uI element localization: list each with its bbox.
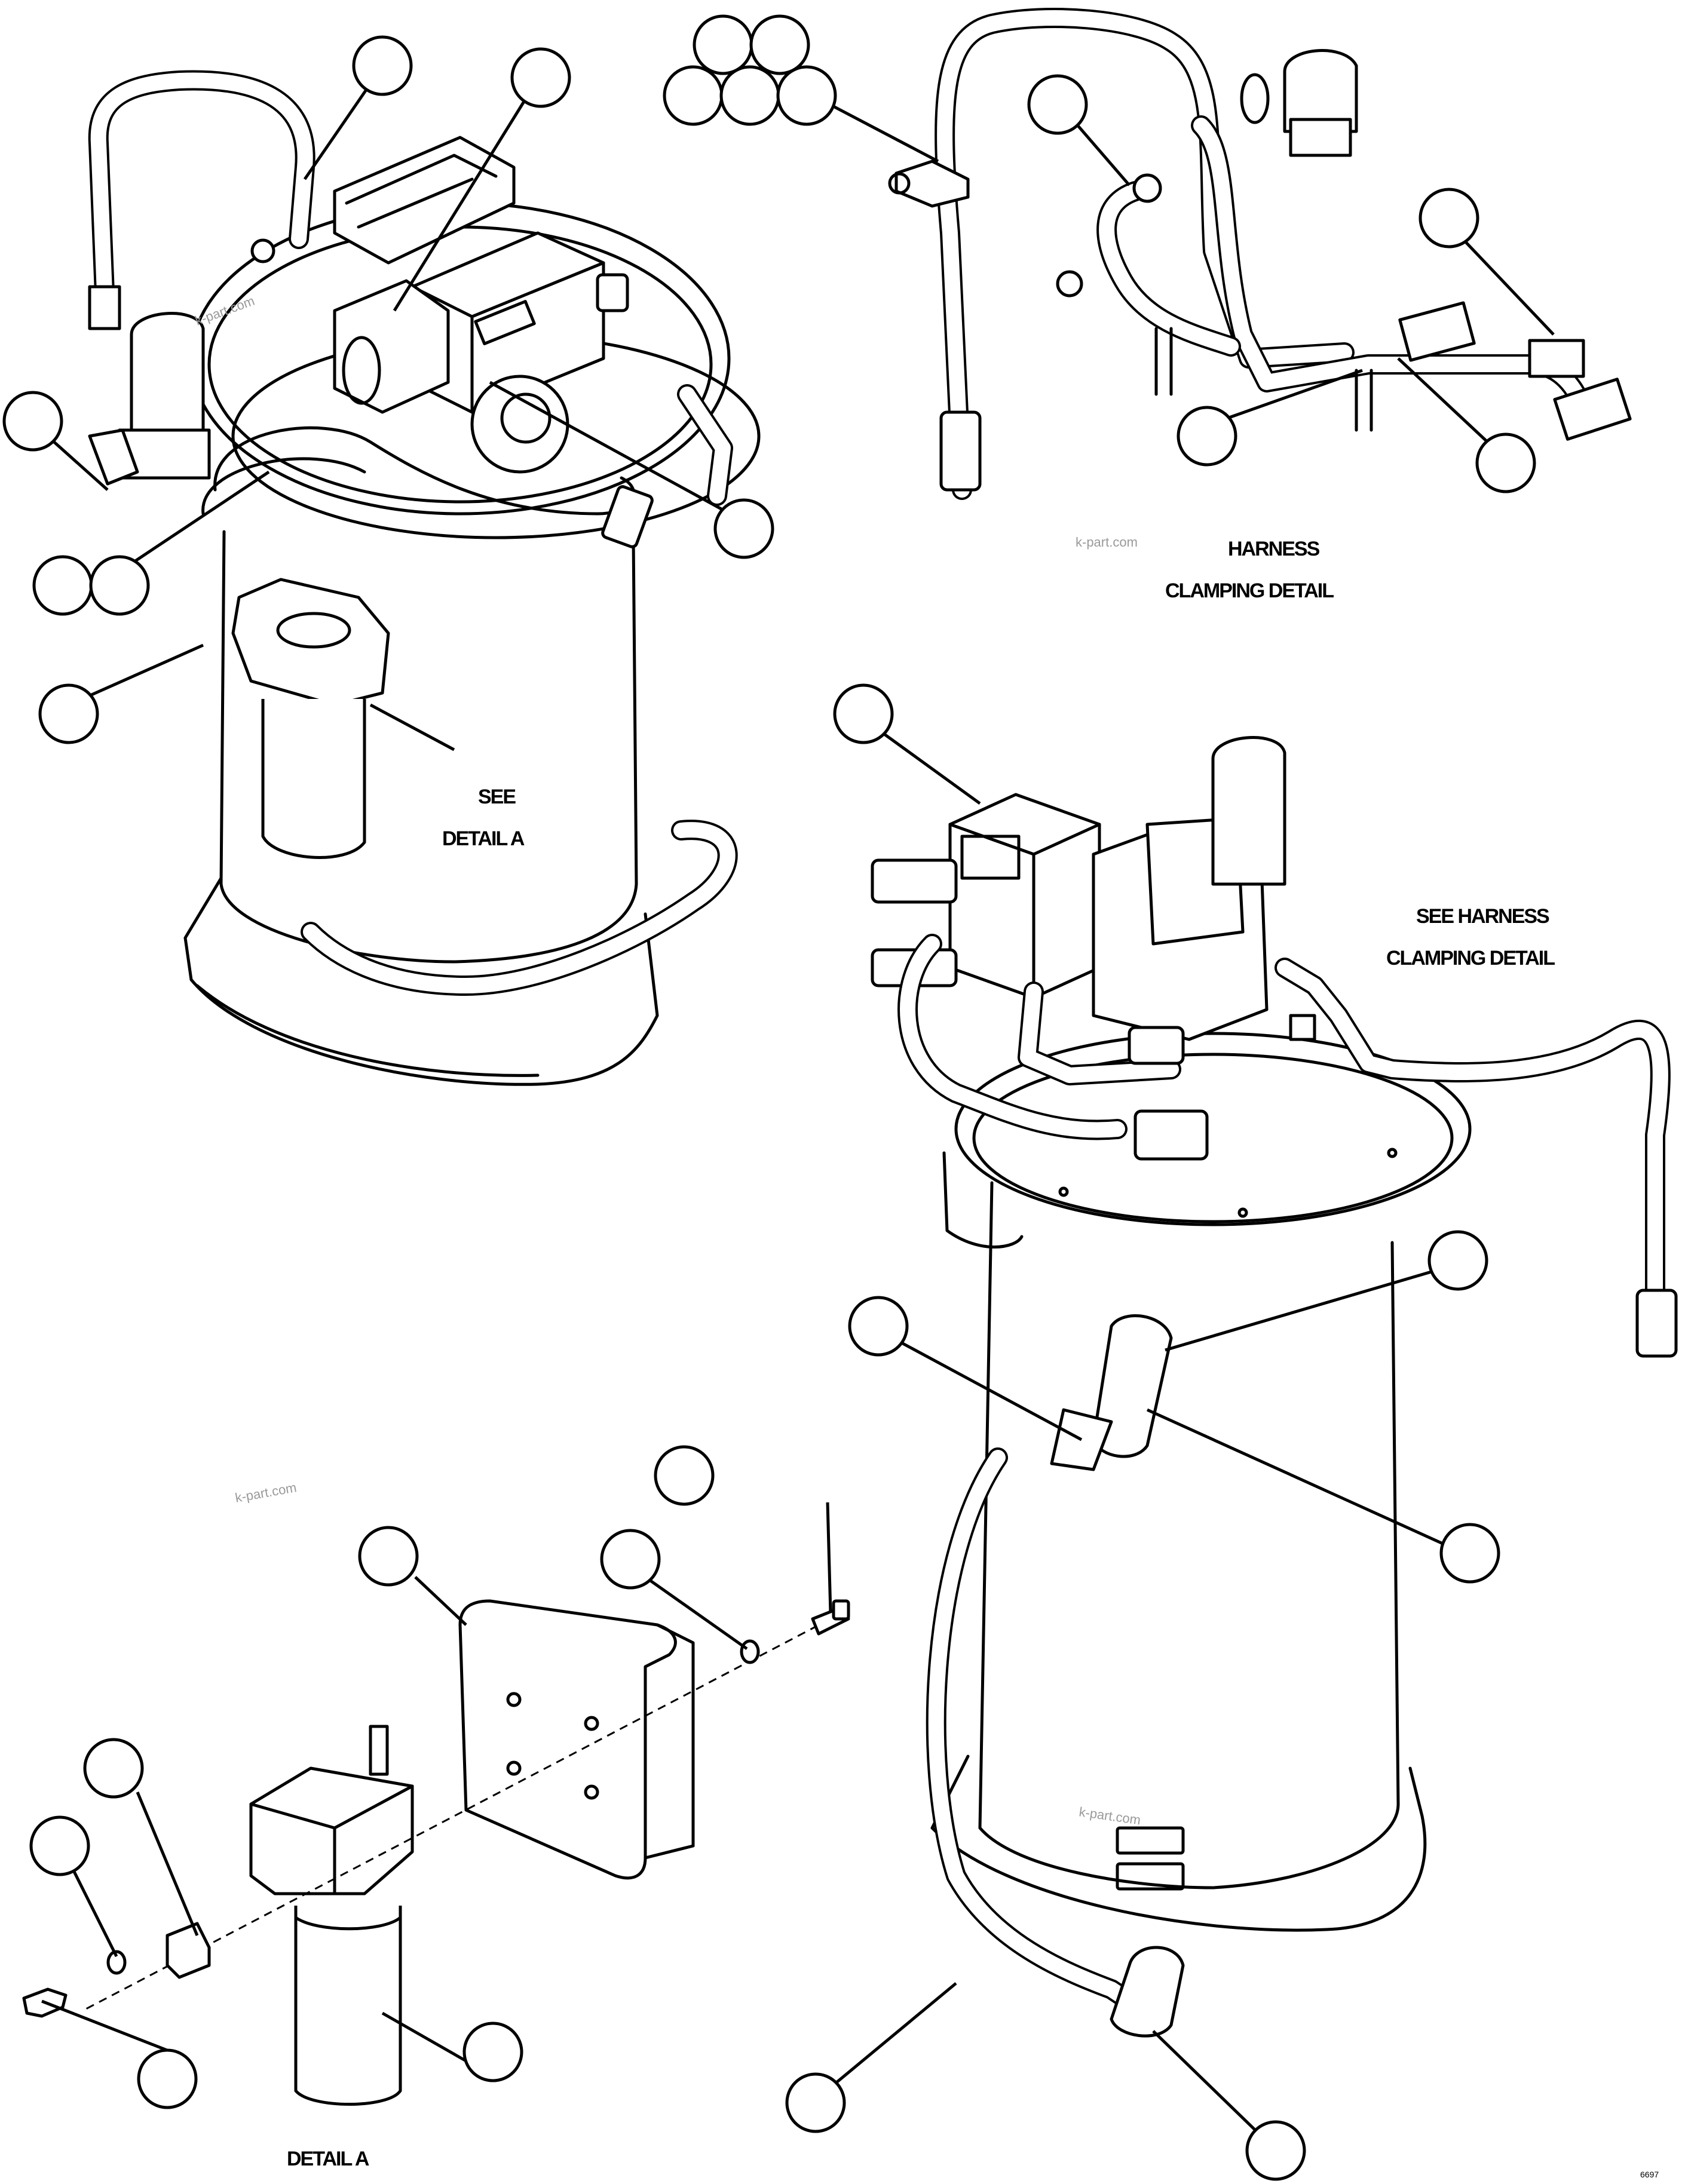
detail-a-filter-canister <box>294 1906 402 2106</box>
callout-bubble <box>776 65 837 126</box>
see-detail-a-line2: DETAIL A <box>442 827 525 850</box>
callout-bubble <box>1419 188 1479 249</box>
callout-bubbles <box>2 14 1536 2181</box>
callout-bubble <box>358 1526 419 1587</box>
see-detail-a-line1: SEE <box>478 786 516 808</box>
callout-bubble <box>848 1296 909 1357</box>
callout-bubble <box>654 1445 715 1506</box>
callout-bubble <box>2 391 63 452</box>
detail-a-washer-left <box>106 1950 127 1975</box>
tl-filter-head <box>231 578 390 707</box>
callout-bubble <box>719 65 780 126</box>
callout-bubble <box>32 555 93 616</box>
watermark: k-part.com <box>1076 535 1138 550</box>
harness-label-line1: HARNESS <box>1228 538 1320 560</box>
callout-bubble <box>1245 2120 1306 2181</box>
callout-bubble <box>38 683 99 744</box>
tl-pump-disc <box>470 375 569 474</box>
callout-bubble <box>833 683 894 744</box>
see-harness-label-line2: CLAMPING DETAIL <box>1386 947 1555 970</box>
right-main-assembly <box>871 736 1678 2038</box>
harness-solenoid <box>1283 49 1358 133</box>
callout-bubble <box>713 498 774 559</box>
callout-bubble <box>693 14 753 75</box>
callout-bubble <box>785 2072 846 2133</box>
callout-bubble <box>29 1815 90 1876</box>
r-base-flange <box>930 1754 1427 1932</box>
top-left-assembly <box>88 70 761 1086</box>
watermark: k-part.com <box>193 293 256 329</box>
watermark: k-part.com <box>234 1480 298 1505</box>
callout-bubble <box>1027 74 1088 135</box>
callout-bubble <box>510 47 571 108</box>
callout-bubble <box>749 14 810 75</box>
tl-base-flange <box>183 876 659 1086</box>
callout-bubble <box>1177 406 1237 467</box>
tl-filter-canister <box>261 699 366 859</box>
watermarks: k-part.com k-part.com k-part.com k-part.… <box>193 293 1142 1828</box>
detail-a-washer-right <box>740 1639 760 1664</box>
r-valve-block <box>948 793 1101 999</box>
r-hose-end-fitting <box>1635 1289 1678 1358</box>
text-labels: SEE DETAIL A HARNESS CLAMPING DETAIL SEE… <box>287 538 1556 2170</box>
harness-connector-bottom <box>939 410 982 492</box>
tl-tank-body <box>219 530 638 964</box>
r-tank-body <box>978 1181 1400 1889</box>
harness-clamping-detail <box>888 8 1632 500</box>
detail-a-bracket <box>458 1599 677 1880</box>
detail-a-title: DETAIL A <box>287 2148 369 2170</box>
callout-bubble <box>600 1529 661 1590</box>
detail-a <box>22 1599 850 2106</box>
callout-bubble <box>89 555 150 616</box>
see-harness-label-line1: SEE HARNESS <box>1416 905 1549 928</box>
tl-solenoid <box>130 312 205 432</box>
harness-label-line2: CLAMPING DETAIL <box>1165 579 1334 602</box>
callout-bubble <box>663 65 724 126</box>
detail-a-clamp <box>166 1922 211 1979</box>
r-tank-lid <box>954 1032 1472 1226</box>
r-side-elbow <box>1092 1314 1173 1458</box>
r-solenoid <box>1211 736 1286 886</box>
callout-bubble <box>352 35 413 96</box>
callout-bubble <box>137 2048 198 2109</box>
callout-bubble <box>1427 1230 1488 1291</box>
detail-a-filter-head <box>249 1766 414 1895</box>
watermark: k-part.com <box>1078 1804 1141 1827</box>
sheet-number: 6697 <box>1640 2170 1659 2179</box>
callout-bubble <box>462 2022 523 2082</box>
callout-bubble <box>1475 432 1536 493</box>
callout-bubble <box>83 1738 144 1799</box>
callout-bubble <box>1439 1523 1500 1584</box>
r-bottom-elbow <box>1110 1946 1185 2038</box>
tl-motor <box>333 279 450 414</box>
